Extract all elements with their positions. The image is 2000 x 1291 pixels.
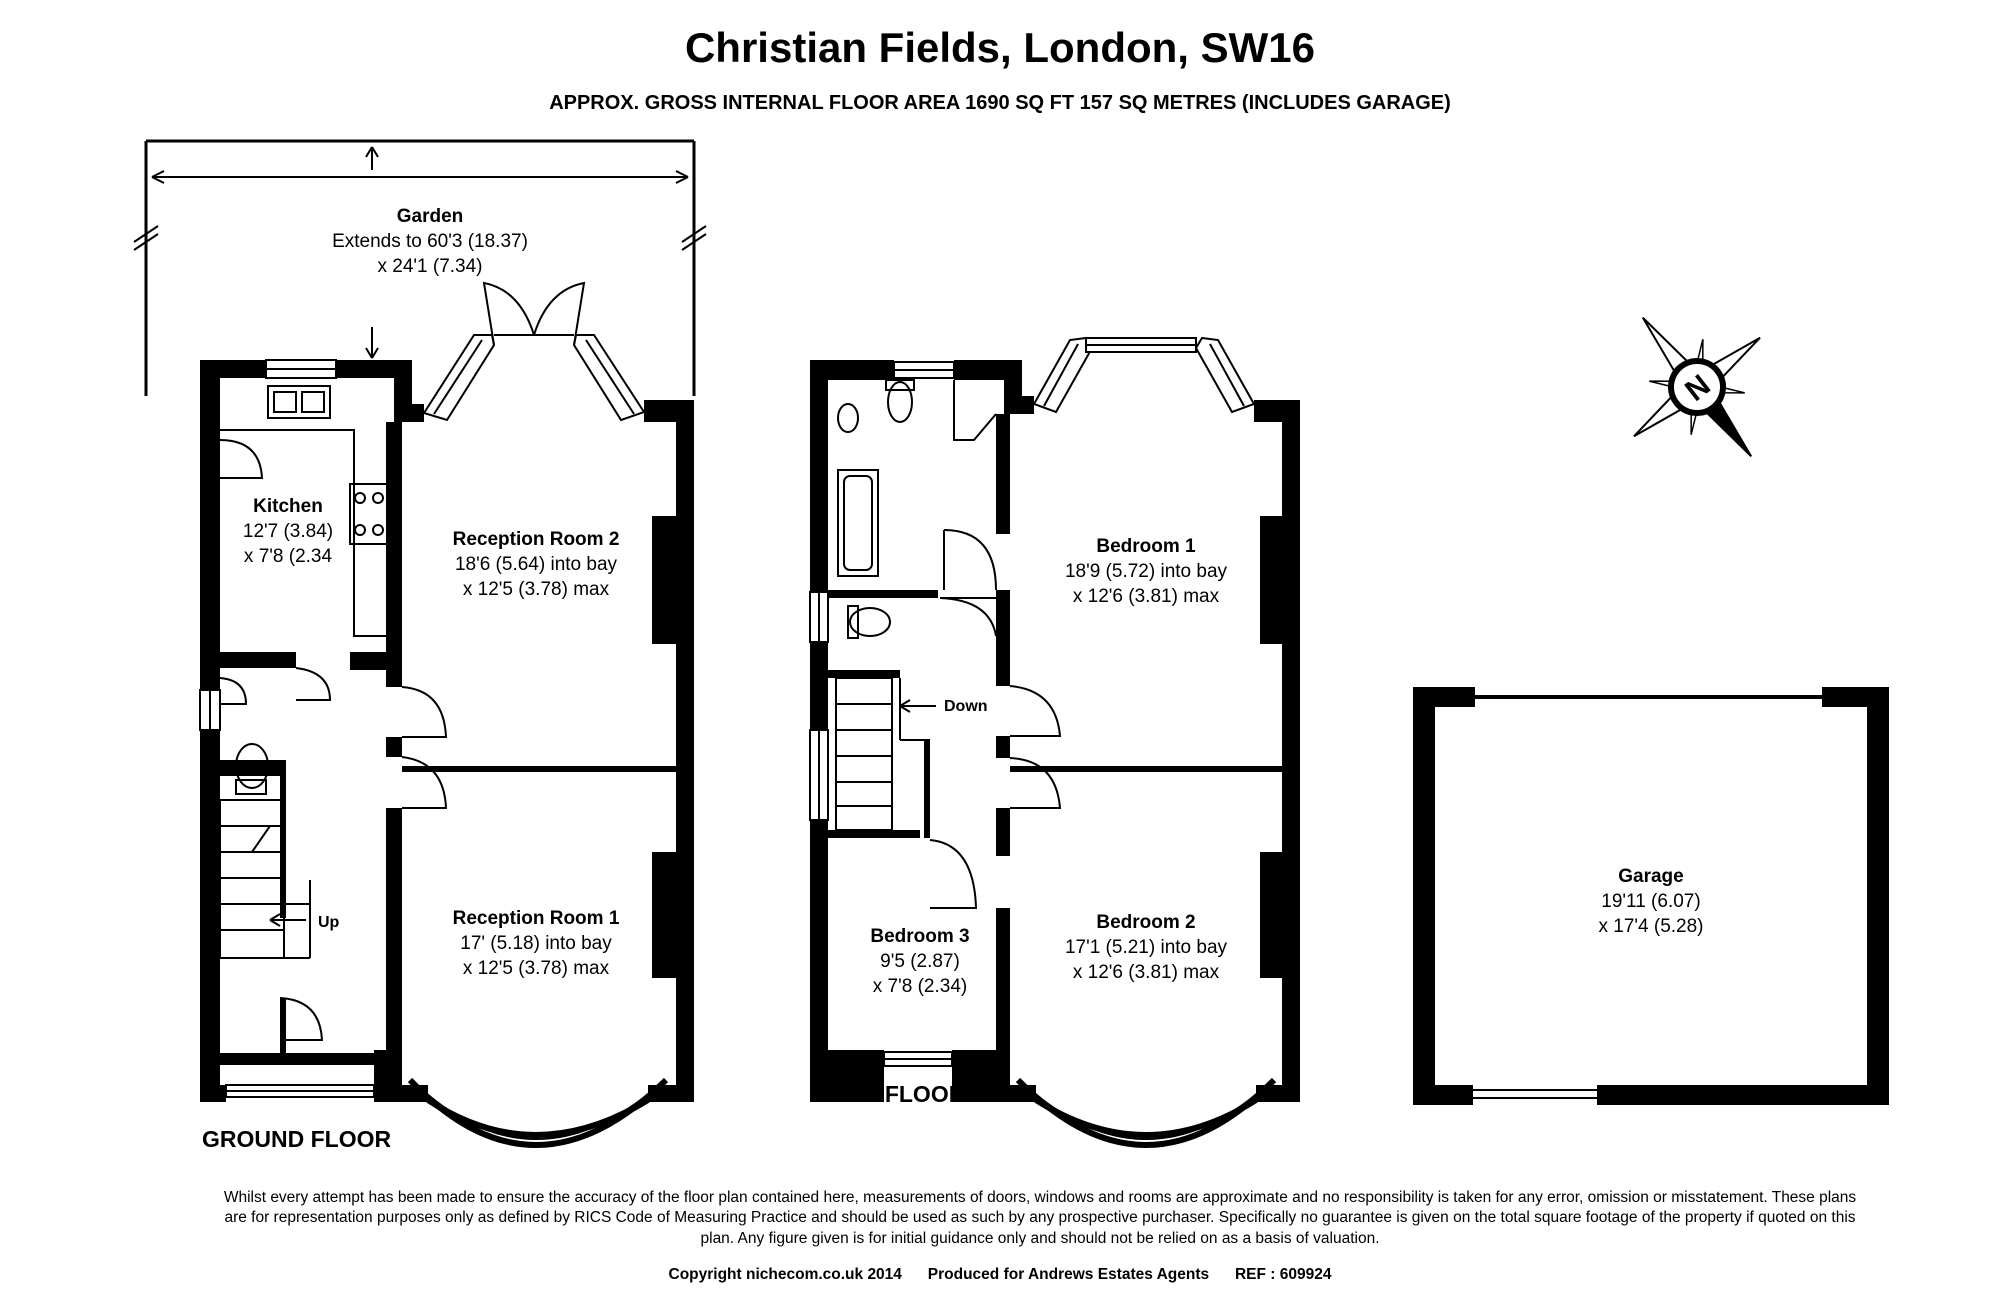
reception-room-1-name: Reception Room 1 — [453, 908, 620, 929]
reception-room-2-dim-1: 18'6 (5.64) into bay — [455, 554, 618, 575]
first-stairs — [835, 677, 936, 831]
ground-floor-details — [199, 281, 669, 1148]
kitchen-fittings — [220, 385, 396, 637]
kitchen-dim-1: 12'7 (3.84) — [243, 521, 333, 542]
garage-walls — [1413, 687, 1889, 1105]
floor-area-subtitle: APPROX. GROSS INTERNAL FLOOR AREA 1690 S… — [549, 92, 1451, 114]
kitchen-name: Kitchen — [253, 496, 323, 517]
compass-rose — [1633, 316, 1761, 458]
ground-floor-label: GROUND FLOOR — [202, 1126, 391, 1152]
garage-dim-1: 19'11 (6.07) — [1601, 891, 1700, 912]
reference-text: REF : 609924 — [1234, 1266, 1332, 1283]
garage-name: Garage — [1618, 866, 1683, 887]
bedroom-1-dim-1: 18'9 (5.72) into bay — [1065, 561, 1228, 582]
plan-title: Christian Fields, London, SW16 — [684, 24, 1316, 71]
reception-room-2-name: Reception Room 2 — [453, 529, 620, 550]
first-floor-walls — [810, 360, 1300, 1102]
garage-dim-2: x 17'4 (5.28) — [1598, 916, 1703, 937]
stairs-up-label: Up — [318, 914, 340, 931]
bedroom-3-dim-2: x 7'8 (2.34) — [873, 976, 967, 997]
garden-name: Garden — [397, 206, 464, 227]
bedroom-2-name: Bedroom 2 — [1096, 912, 1195, 933]
kitchen-dim-2: x 7'8 (2.34 — [244, 546, 333, 567]
disclaimer-text: Whilst every attempt has been made to en… — [223, 1189, 1857, 1247]
first-floor-details — [809, 336, 1277, 1148]
produced-for-text: Produced for Andrews Estates Agents — [927, 1266, 1210, 1283]
reception-room-1-dim-2: x 12'5 (3.78) max — [463, 958, 610, 979]
copyright-text: Copyright nichecom.co.uk 2014 — [668, 1266, 902, 1283]
bedroom-2-dim-1: 17'1 (5.21) into bay — [1065, 937, 1228, 958]
footer-credits: Copyright nichecom.co.uk 2014 Produced f… — [0, 1266, 2000, 1284]
reception-room-1-dim-1: 17' (5.18) into bay — [460, 933, 612, 954]
stairs-down-label: Down — [944, 698, 988, 715]
ground-stairs — [219, 799, 311, 959]
ground-floor-walls — [200, 360, 694, 1102]
bedroom-2-dim-2: x 12'6 (3.81) max — [1073, 962, 1220, 983]
first-floor-label: FIRST FLOOR — [812, 1081, 966, 1107]
garage-door — [1473, 1089, 1597, 1099]
garden-dim-2: x 24'1 (7.34) — [377, 256, 482, 277]
garden-dim-1: Extends to 60'3 (18.37) — [332, 231, 528, 252]
reception-room-2-dim-2: x 12'5 (3.78) max — [463, 579, 610, 600]
bedroom-1-dim-2: x 12'6 (3.81) max — [1073, 586, 1220, 607]
bedroom-3-dim-1: 9'5 (2.87) — [880, 951, 960, 972]
garden-area — [133, 139, 707, 396]
bedroom-1-name: Bedroom 1 — [1096, 536, 1196, 557]
bedroom-3-name: Bedroom 3 — [870, 926, 969, 947]
